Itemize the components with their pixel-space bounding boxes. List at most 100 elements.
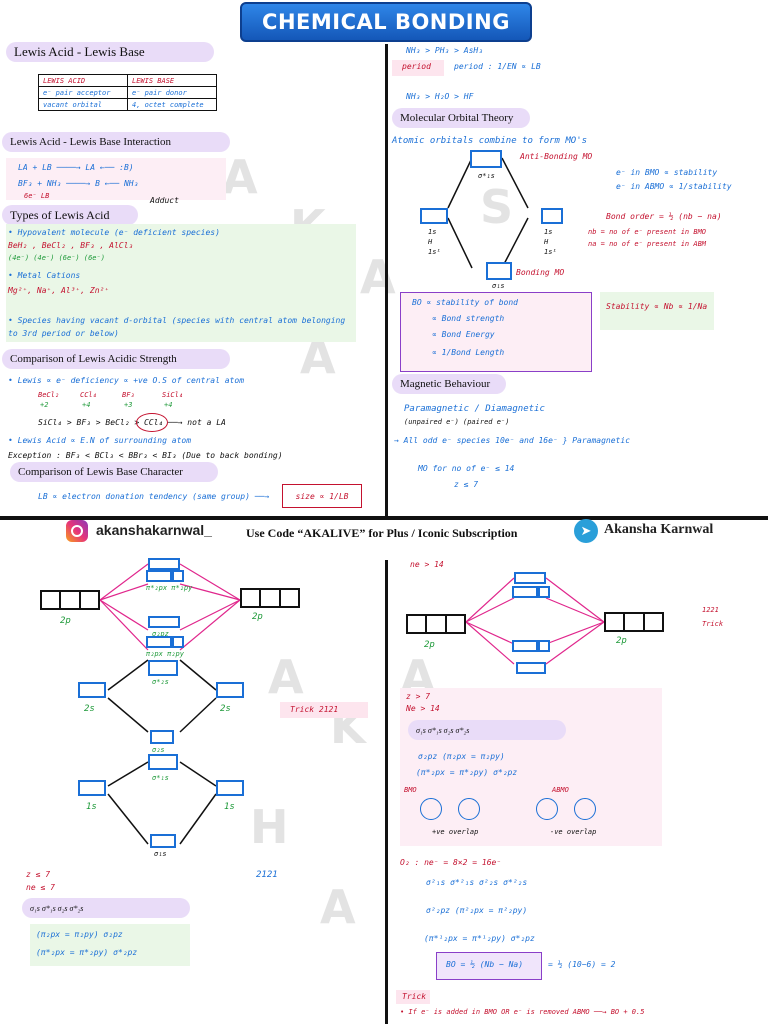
arrow-label: 2121 (256, 870, 278, 880)
sigma-label: σ₁s (492, 282, 505, 290)
bo-box-line: BO ∝ stability of bond (412, 298, 518, 307)
comparison-line: • Lewis ∝ e⁻ deficiency ∝ +ve O.S of cen… (8, 376, 245, 385)
left-atom-label: 1s (428, 228, 437, 236)
pi-star-orbital (146, 570, 172, 582)
overlap-label: -ve overlap (550, 828, 597, 836)
mot-heading: Molecular Orbital Theory (392, 108, 530, 128)
mo-label: σ*₁s (152, 774, 169, 782)
bo-box (400, 292, 592, 372)
bo-box-bottom-bg (436, 952, 542, 980)
overlap-label: +ve overlap (432, 828, 479, 836)
watermark-letter: H (250, 800, 289, 854)
right-atom-label: H (544, 238, 549, 246)
2s-label: 2s (84, 704, 95, 714)
instagram-icon[interactable] (66, 520, 88, 542)
left-atom-label: H (428, 238, 433, 246)
trick-tag: Trick (702, 620, 724, 628)
mo-label: π₂px π₂py (146, 650, 184, 658)
telegram-handle[interactable]: Akansha Karnwal (604, 522, 714, 537)
types-heading: Types of Lewis Acid (2, 205, 138, 225)
mo-label: σ₁s (154, 850, 167, 858)
comparison-line: Exception : BF₃ < BCl₃ < BBr₃ < BI₃ (Due… (8, 451, 283, 460)
2s-label: 2s (220, 704, 231, 714)
atomic-orbital-circle (574, 798, 596, 820)
o2-config: (π*¹₂px = π*¹₂py) σ*₂pz (424, 934, 535, 943)
period-rule: period : 1/EN ∝ LB (454, 62, 541, 71)
stability-rule: e⁻ in BMO ∝ stability (616, 168, 718, 177)
1s-label: 1s (86, 802, 97, 812)
1s-orbital-left (78, 780, 106, 796)
bo-box-line: ∝ 1/Bond Length (432, 348, 505, 357)
atomic-orbital-circle (420, 798, 442, 820)
z-line: Ne > 14 (406, 704, 440, 713)
period-tag: period (402, 62, 431, 71)
bonding-orbital (486, 262, 512, 280)
mo-label: π*₂px π*₂py (146, 584, 193, 592)
comparison-os: +4 (82, 401, 91, 409)
ne-label: ne > 14 (410, 560, 444, 569)
o2-line: O₂ : ne⁻ = 8×2 = 16e⁻ (400, 858, 502, 867)
interaction-line: BF₃ + NH₃ ────→ B ←── NH₃ (18, 179, 139, 188)
telegram-icon[interactable]: ➤ (574, 519, 598, 543)
z-line: z ≤ 7 (26, 870, 51, 879)
comparison-heading: Comparison of Lewis Acidic Strength (2, 349, 230, 369)
right-atom-label: 1s¹ (544, 248, 557, 256)
bonding-label: Bonding MO (516, 268, 565, 277)
order-pill-right: σ₁s σ*₁s σ₂s σ*₂s (408, 720, 566, 740)
magnetic-line: MO for no of e⁻ ≤ 14 (418, 464, 515, 473)
types-line: • Metal Cations (8, 271, 81, 280)
types-line: (4e⁻) (4e⁻) (6e⁻) (6e⁻) (8, 254, 105, 262)
pi-orbital (172, 636, 184, 648)
horizontal-divider (0, 516, 768, 520)
h2-mo-diagram (447, 157, 529, 269)
table-header: LEWIS BASE (127, 74, 217, 87)
sigma-star-2pz-orbital (514, 572, 546, 584)
o2-config: σ²₁s σ*²₁s σ²₂s σ*²₂s (426, 878, 528, 887)
bo-calc: = ½ (10−6) = 2 (548, 960, 616, 969)
instagram-handle[interactable]: akanshakarnwal_ (96, 522, 212, 538)
comparison-line: SiCl₄ > BF₃ > BeCl₂ > CCl₄ ──→ not a LA (38, 418, 226, 427)
atomic-orbital-circle (458, 798, 480, 820)
trick-tag: 1221 (702, 606, 719, 614)
interaction-heading: Lewis Acid - Lewis Base Interaction (2, 132, 230, 152)
stability-box-bg (600, 292, 714, 330)
bo-box-line: ∝ Bond strength (432, 314, 505, 323)
order-line: σ₂pz (π₂px = π₂py) (418, 752, 505, 761)
mot-line: Atomic orbitals combine to form MO's (392, 136, 588, 146)
h-atomic-orbital-left (420, 208, 448, 224)
mo-label: σ₂s (152, 746, 165, 754)
sigma-2pz-orbital (516, 662, 546, 674)
table-cell: 4, octet complete (127, 98, 217, 111)
lewis-acid-base-heading: Lewis Acid - Lewis Base (6, 42, 214, 62)
stability-box: Stability ∝ Nb ∝ 1/Na (606, 302, 708, 311)
watermark-letter: A (320, 880, 356, 934)
bond-order-rule: Bond order = ½ (nb − na) (606, 212, 722, 221)
2p-label: 2p (616, 636, 627, 646)
page-title: CHEMICAL BONDING (240, 2, 532, 42)
mo-label: σ₂pz (152, 630, 169, 638)
magnetic-line: (unpaired e⁻) (paired e⁻) (404, 418, 510, 426)
1s-orbital-right (216, 780, 244, 796)
h-atomic-orbital-right (541, 208, 563, 224)
base-heading: Comparison of Lewis Base Character (10, 462, 218, 482)
2p-label: 2p (252, 612, 263, 622)
mo-diagram-right (465, 577, 605, 665)
trick-label: Trick 2121 (290, 705, 339, 714)
watermark-letter: A (268, 650, 304, 704)
types-line: Mg²⁺, Na⁺, Al³⁺, Zn²⁺ (8, 286, 110, 295)
trick-highlight (280, 702, 368, 718)
z-line: ne ≤ 7 (26, 883, 55, 892)
watermark-letter: A (222, 150, 258, 204)
order-line: (π*₂px = π*₂py) σ*₂pz (36, 948, 138, 957)
abmo-label: ABMO (552, 786, 569, 794)
order-box-left (30, 924, 190, 966)
table-cell: e⁻ pair donor (127, 86, 217, 99)
order-line: (π*₂px = π*₂py) σ*₂pz (416, 768, 518, 777)
pi-star-orbital (172, 570, 184, 582)
trick-heading: Trick (402, 992, 427, 1001)
table-cell: e⁻ pair acceptor (38, 86, 128, 99)
types-line: • Species having vacant d-orbital (speci… (8, 316, 346, 325)
ccl4-circle (136, 413, 168, 432)
sigma-star-1s-orbital (148, 754, 178, 770)
comparison-mol: CCl₄ (80, 391, 97, 399)
